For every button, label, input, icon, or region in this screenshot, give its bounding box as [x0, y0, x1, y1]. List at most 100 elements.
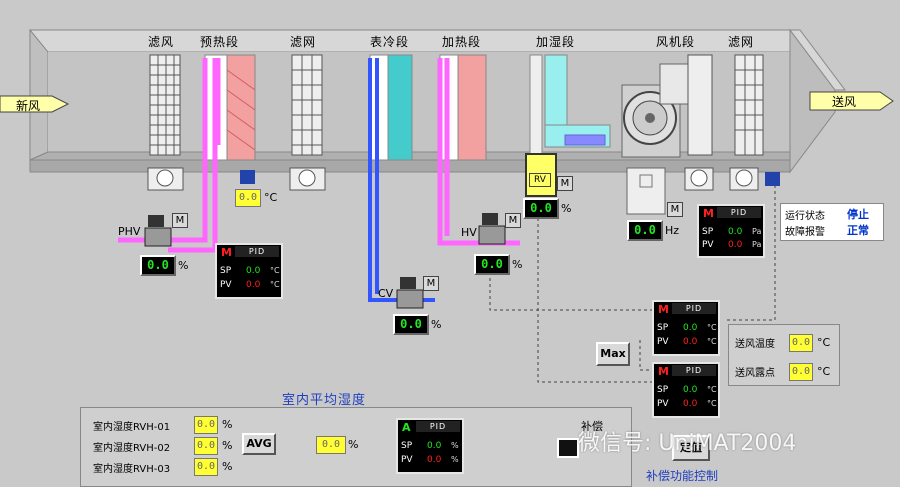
watermark-text: 微信号: UniMAT2004 [578, 431, 797, 456]
unit: °C [707, 323, 717, 332]
phv-label: PHV [118, 225, 141, 238]
pid-supply-temp-sp[interactable]: 0.0 [683, 323, 698, 333]
room-rvh-03-value: 0.0 [194, 458, 218, 476]
room-humidity-title: 室内平均湿度 [282, 393, 367, 408]
compensation-caption: 补偿功能控制 [646, 469, 719, 483]
run-status-value: 停止 [847, 208, 869, 221]
humidifier-valve-label: RV [529, 173, 551, 187]
supply-temp-label: 送风温度 [735, 339, 775, 350]
hv-valve-icon[interactable] [478, 213, 506, 245]
unit: °C [707, 385, 717, 394]
cv-mode-button[interactable]: M [423, 276, 439, 291]
status-panel: 运行状态 故障报警 停止 正常 [780, 203, 884, 241]
section-fan: 风机段 [656, 35, 696, 49]
humid-mode-button[interactable]: M [557, 176, 573, 191]
room-rvh-02-unit: % [222, 439, 233, 452]
pid-room-sp[interactable]: 0.0 [427, 441, 442, 451]
avg-button[interactable]: AVG [242, 433, 276, 455]
sp-label: SP [220, 266, 232, 276]
hv-mode-button[interactable]: M [505, 213, 521, 228]
room-rvh-01-label: 室内湿度RVH-01 [93, 422, 171, 433]
room-humidity-panel: 室内湿度RVH-01 0.0 % 室内湿度RVH-02 0.0 % 室内湿度RV… [80, 407, 632, 487]
run-status-label: 运行状态 [785, 211, 825, 222]
supply-temp-value: 0.0 [789, 334, 813, 352]
humidifier-valve-icon[interactable]: RV [525, 153, 557, 197]
pid-fan-mode[interactable]: M [703, 207, 714, 220]
supply-sensor-icon [765, 172, 780, 186]
preheat-temp-unit: °C [264, 191, 278, 204]
room-avg-unit: % [348, 438, 359, 451]
cv-unit: % [431, 318, 442, 331]
pv-label: PV [401, 455, 413, 465]
hv-output[interactable]: 0.0 [474, 254, 510, 275]
room-rvh-03-label: 室内湿度RVH-03 [93, 464, 171, 475]
pid-room-pv: 0.0 [427, 455, 442, 465]
temp-sensor-icon [240, 170, 255, 184]
unit: % [451, 455, 459, 464]
pid-supply-dew-pv: 0.0 [683, 399, 698, 409]
supply-fan [621, 63, 691, 158]
pid-supply-temp-mode[interactable]: M [658, 303, 669, 316]
humid-output[interactable]: 0.0 [523, 198, 559, 219]
filter-1 [149, 54, 181, 156]
pid-preheat-mode[interactable]: M [221, 246, 232, 259]
pid-room-title: PID [416, 421, 460, 432]
fresh-air-label: 新风 [16, 99, 41, 113]
phv-valve-icon[interactable] [144, 215, 172, 247]
sp-label: SP [702, 227, 714, 237]
supply-dew-unit: °C [817, 365, 831, 378]
room-avg-value: 0.0 [316, 436, 346, 454]
phv-output[interactable]: 0.0 [140, 255, 176, 276]
pv-label: PV [220, 280, 232, 290]
filter-2 [291, 54, 323, 156]
unit: % [451, 441, 459, 450]
fan-frequency[interactable]: 0.0 [627, 220, 663, 241]
humid-unit: % [561, 202, 572, 215]
section-heating: 加热段 [442, 35, 482, 49]
pid-preheat-sp[interactable]: 0.0 [246, 266, 261, 276]
pid-supply-dew-sp[interactable]: 0.0 [683, 385, 698, 395]
supply-air-arrow [809, 91, 894, 111]
pv-label: PV [657, 337, 669, 347]
humidifier [529, 54, 611, 156]
preheat-coil [204, 54, 256, 161]
preheat-temp-value: 0.0 [235, 189, 261, 207]
phv-mode-button[interactable]: M [172, 213, 188, 228]
pv-label: PV [702, 240, 714, 250]
supply-panel: 送风温度 0.0 °C 送风露点 0.0 °C [728, 324, 840, 386]
section-cooling: 表冷段 [370, 35, 410, 49]
pid-room-mode[interactable]: A [402, 421, 411, 434]
fan-mode-button[interactable]: M [667, 202, 683, 217]
sp-label: SP [657, 323, 669, 333]
unit: °C [270, 280, 280, 289]
max-button[interactable]: Max [596, 342, 630, 366]
compensation-toggle[interactable] [557, 438, 579, 458]
section-filter-1: 滤风 [148, 35, 175, 49]
supply-air-label: 送风 [832, 95, 857, 109]
pid-fan-sp[interactable]: 0.0 [728, 227, 743, 237]
fresh-air-arrow [0, 95, 70, 113]
pid-supply-temp-pv: 0.0 [683, 337, 698, 347]
supply-dew-value: 0.0 [789, 363, 813, 381]
unit: °C [707, 399, 717, 408]
pid-supply-temp-title: PID [672, 303, 716, 314]
unit: °C [270, 266, 280, 275]
section-humidify: 加湿段 [536, 35, 576, 49]
fault-status-label: 故障报警 [785, 227, 825, 238]
cv-valve-icon[interactable] [396, 277, 424, 309]
fixed-value-button[interactable]: 定值 [672, 435, 710, 461]
cv-output[interactable]: 0.0 [393, 314, 429, 335]
vfd-icon [626, 167, 666, 215]
section-preheat: 预热段 [200, 35, 240, 49]
room-rvh-02-value: 0.0 [194, 437, 218, 455]
supply-dew-label: 送风露点 [735, 368, 775, 379]
pid-supply-dew-mode[interactable]: M [658, 365, 669, 378]
fan-frequency-unit: Hz [665, 224, 680, 237]
section-filter-2: 滤网 [290, 35, 317, 49]
